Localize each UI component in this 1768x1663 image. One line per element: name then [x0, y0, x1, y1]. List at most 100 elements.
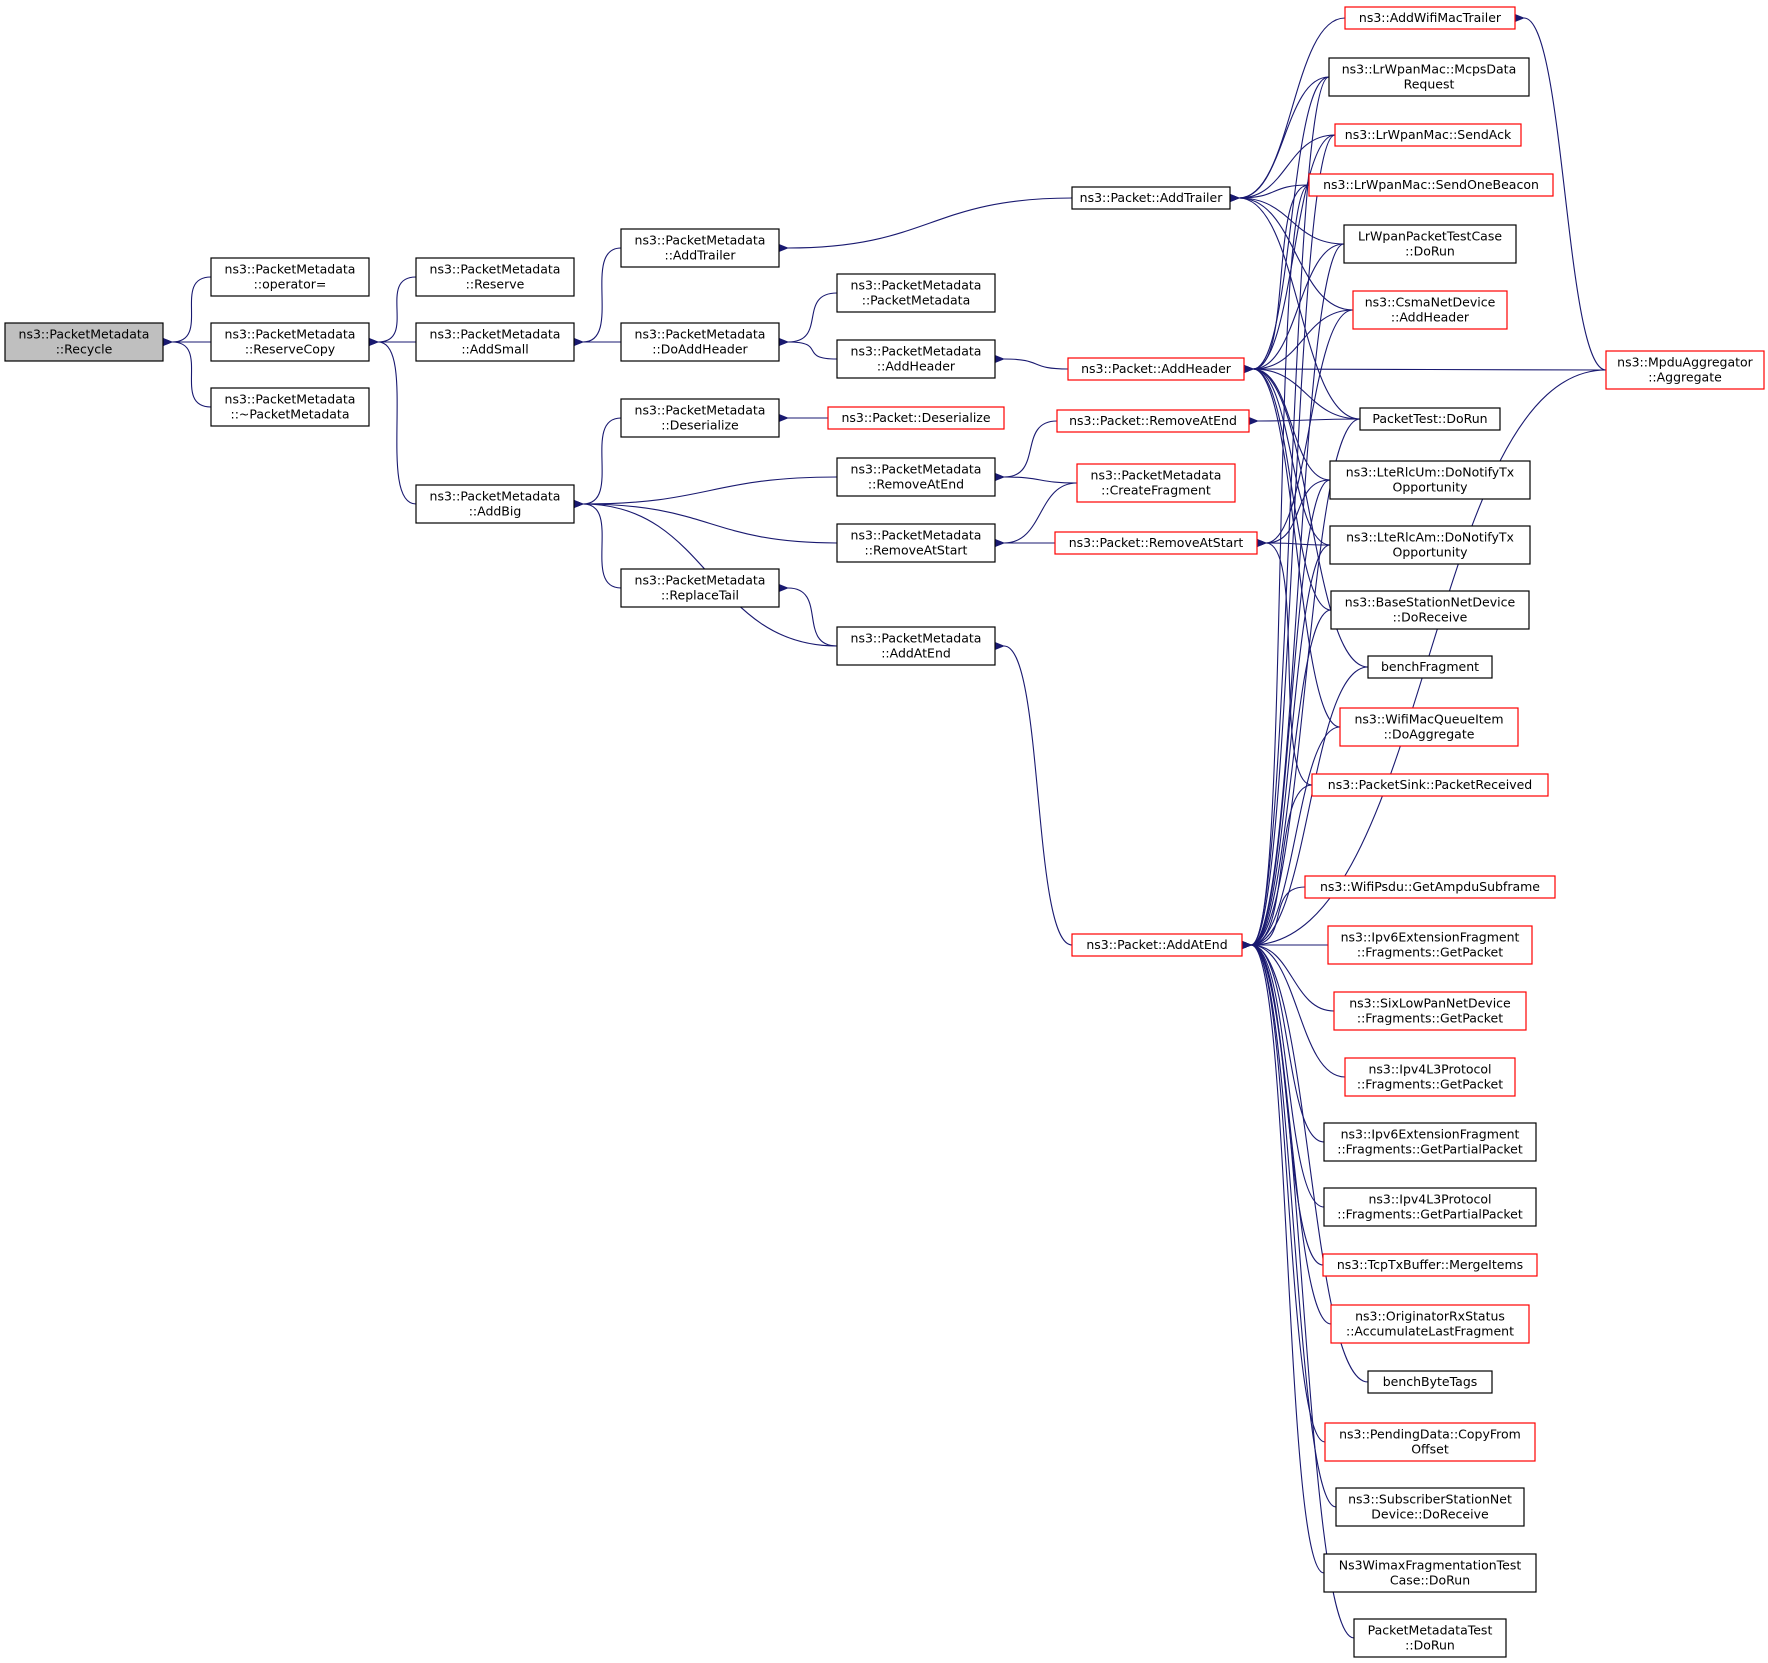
node-packettest[interactable]: PacketTest::DoRun	[1359, 407, 1501, 431]
node-label-subscriberstation-0: ns3::SubscriberStationNet	[1348, 1492, 1512, 1507]
node-box-pm_ctor	[836, 273, 996, 313]
node-label-opassign-0: ns3::PacketMetadata	[225, 262, 356, 277]
node-box-recycle	[4, 322, 164, 362]
edge-packettest-to-p_addatend	[1241, 418, 1361, 950]
node-ipv4l3partial[interactable]: ns3::Ipv4L3Protocol::Fragments::GetParti…	[1323, 1187, 1537, 1227]
node-box-pmtest	[1353, 1618, 1507, 1658]
node-pm_replacetail[interactable]: ns3::PacketMetadata::ReplaceTail	[620, 568, 780, 608]
node-label-ipv4l3-1: ::Fragments::GetPacket	[1357, 1077, 1503, 1092]
node-lrwpantest[interactable]: LrWpanPacketTestCase::DoRun	[1343, 224, 1517, 264]
node-box-benchbytetags	[1367, 1370, 1493, 1394]
node-pm_createfragment[interactable]: ns3::PacketMetadata::CreateFragment	[1076, 463, 1236, 503]
node-p_addatend[interactable]: ns3::Packet::AddAtEnd	[1071, 933, 1243, 957]
edge-pm_removeatend-to-addbig	[573, 476, 838, 509]
node-label-pmtest-0: PacketMetadataTest	[1368, 1623, 1493, 1638]
node-label-bsnetdevice-1: ::DoReceive	[1393, 610, 1468, 625]
node-box-pm_doaddheader	[620, 322, 780, 362]
node-pm_addatend[interactable]: ns3::PacketMetadata::AddAtEnd	[836, 626, 996, 666]
node-label-pm_addatend-0: ns3::PacketMetadata	[851, 631, 982, 646]
node-label-addsmall-0: ns3::PacketMetadata	[430, 327, 561, 342]
node-bsnetdevice[interactable]: ns3::BaseStationNetDevice::DoReceive	[1330, 590, 1530, 630]
node-label-lterlcam-1: Opportunity	[1392, 545, 1468, 560]
node-sixlowpan[interactable]: ns3::SixLowPanNetDevice::Fragments::GetP…	[1333, 991, 1527, 1031]
node-recycle[interactable]: ns3::PacketMetadata::Recycle	[4, 322, 164, 362]
node-label-wifimacqueueitem-0: ns3::WifiMacQueueItem	[1354, 712, 1503, 727]
node-pm_removeatstart[interactable]: ns3::PacketMetadata::RemoveAtStart	[836, 523, 996, 563]
node-pm_removeatend[interactable]: ns3::PacketMetadata::RemoveAtEnd	[836, 457, 996, 497]
node-reservecopy[interactable]: ns3::PacketMetadata::ReserveCopy	[210, 322, 370, 362]
node-box-lterlcam	[1329, 525, 1531, 565]
edge-pm_removeatstart-to-addbig	[573, 499, 838, 544]
node-mpduaggregate[interactable]: ns3::MpduAggregator::Aggregate	[1605, 350, 1765, 390]
node-sendack[interactable]: ns3::LrWpanMac::SendAck	[1334, 123, 1522, 147]
edge-mcpsdatarequest-to-p_addtrailer	[1229, 76, 1330, 203]
node-ipv6extpartial[interactable]: ns3::Ipv6ExtensionFragment::Fragments::G…	[1323, 1122, 1537, 1162]
node-addbig[interactable]: ns3::PacketMetadata::AddBig	[415, 484, 575, 524]
node-opassign[interactable]: ns3::PacketMetadata::operator=	[210, 257, 370, 297]
edge-pm_createfragment-to-pm_removeatstart	[994, 482, 1078, 548]
node-addwifimactrailer[interactable]: ns3::AddWifiMacTrailer	[1344, 6, 1516, 30]
node-label-lrwpantest-1: ::DoRun	[1405, 244, 1455, 259]
node-pm_doaddheader[interactable]: ns3::PacketMetadata::DoAddHeader	[620, 322, 780, 362]
node-label-sendack-0: ns3::LrWpanMac::SendAck	[1345, 127, 1512, 142]
node-addsmall[interactable]: ns3::PacketMetadata::AddSmall	[415, 322, 575, 362]
node-box-pendingdata	[1324, 1422, 1536, 1462]
node-ipv6extfrag[interactable]: ns3::Ipv6ExtensionFragment::Fragments::G…	[1327, 925, 1533, 965]
edge-sixlowpan-to-p_addatend	[1241, 940, 1335, 1012]
edge-lterlcam-to-p_removeatstart	[1256, 538, 1331, 547]
node-label-originatorrx-0: ns3::OriginatorRxStatus	[1355, 1309, 1505, 1324]
node-pm_addtrailer[interactable]: ns3::PacketMetadata::AddTrailer	[620, 228, 780, 268]
node-label-ipv6extfrag-0: ns3::Ipv6ExtensionFragment	[1341, 930, 1520, 945]
node-label-pm_doaddheader-1: ::DoAddHeader	[652, 342, 748, 357]
node-pm_ctor[interactable]: ns3::PacketMetadata::PacketMetadata	[836, 273, 996, 313]
node-reserve[interactable]: ns3::PacketMetadata::Reserve	[415, 257, 575, 297]
node-label-sixlowpan-0: ns3::SixLowPanNetDevice	[1349, 996, 1511, 1011]
node-sendonebeacon[interactable]: ns3::LrWpanMac::SendOneBeacon	[1308, 173, 1554, 197]
node-box-sixlowpan	[1333, 991, 1527, 1031]
node-label-recycle-1: ::Recycle	[56, 342, 113, 357]
node-pm_addheader[interactable]: ns3::PacketMetadata::AddHeader	[836, 339, 996, 379]
node-p_deserialize[interactable]: ns3::Packet::Deserialize	[827, 406, 1005, 430]
node-label-pmtest-1: ::DoRun	[1405, 1638, 1455, 1653]
node-box-pm_deserialize	[620, 398, 780, 438]
node-p_addheader[interactable]: ns3::Packet::AddHeader	[1067, 357, 1245, 381]
node-benchfragment[interactable]: benchFragment	[1367, 655, 1493, 679]
node-label-packettest-0: PacketTest::DoRun	[1372, 411, 1487, 426]
node-dtor[interactable]: ns3::PacketMetadata::~PacketMetadata	[210, 387, 370, 427]
node-box-subscriberstation	[1335, 1487, 1525, 1527]
node-ipv4l3[interactable]: ns3::Ipv4L3Protocol::Fragments::GetPacke…	[1344, 1057, 1516, 1097]
node-label-lterlcam-0: ns3::LteRlcAm::DoNotifyTx	[1346, 530, 1514, 545]
node-packetsink[interactable]: ns3::PacketSink::PacketReceived	[1311, 773, 1549, 797]
node-tcptxbuffer[interactable]: ns3::TcpTxBuffer::MergeItems	[1322, 1253, 1538, 1277]
edge-benchfragment-to-p_addheader	[1243, 364, 1369, 668]
node-pm_deserialize[interactable]: ns3::PacketMetadata::Deserialize	[620, 398, 780, 438]
node-originatorrx[interactable]: ns3::OriginatorRxStatus::AccumulateLastF…	[1330, 1304, 1530, 1344]
node-box-ipv6extpartial	[1323, 1122, 1537, 1162]
node-wifimacqueueitem[interactable]: ns3::WifiMacQueueItem::DoAggregate	[1339, 707, 1519, 747]
node-box-sendonebeacon	[1308, 173, 1554, 197]
node-p_removeatstart[interactable]: ns3::Packet::RemoveAtStart	[1054, 531, 1258, 555]
node-label-pm_removeatstart-0: ns3::PacketMetadata	[851, 528, 982, 543]
edge-opassign-to-recycle	[162, 276, 212, 347]
edge-sendonebeacon-to-p_addheader	[1243, 184, 1310, 374]
edge-sendonebeacon-to-p_addtrailer	[1229, 184, 1310, 203]
node-box-pm_removeatstart	[836, 523, 996, 563]
node-box-mpduaggregate	[1605, 350, 1765, 390]
node-box-addwifimactrailer	[1344, 6, 1516, 30]
node-subscriberstation[interactable]: ns3::SubscriberStationNetDevice::DoRecei…	[1335, 1487, 1525, 1527]
node-label-ipv6extfrag-1: ::Fragments::GetPacket	[1357, 945, 1503, 960]
node-wifipsdu[interactable]: ns3::WifiPsdu::GetAmpduSubframe	[1304, 875, 1556, 899]
node-pmtest[interactable]: PacketMetadataTest::DoRun	[1353, 1618, 1507, 1658]
node-benchbytetags[interactable]: benchByteTags	[1367, 1370, 1493, 1394]
node-box-p_removeatstart	[1054, 531, 1258, 555]
node-p_addtrailer[interactable]: ns3::Packet::AddTrailer	[1071, 186, 1231, 210]
node-p_removeatend[interactable]: ns3::Packet::RemoveAtEnd	[1056, 409, 1250, 433]
node-box-pm_addheader	[836, 339, 996, 379]
node-label-p_removeatend-0: ns3::Packet::RemoveAtEnd	[1069, 413, 1237, 428]
node-csmaaddheader[interactable]: ns3::CsmaNetDevice::AddHeader	[1352, 290, 1508, 330]
